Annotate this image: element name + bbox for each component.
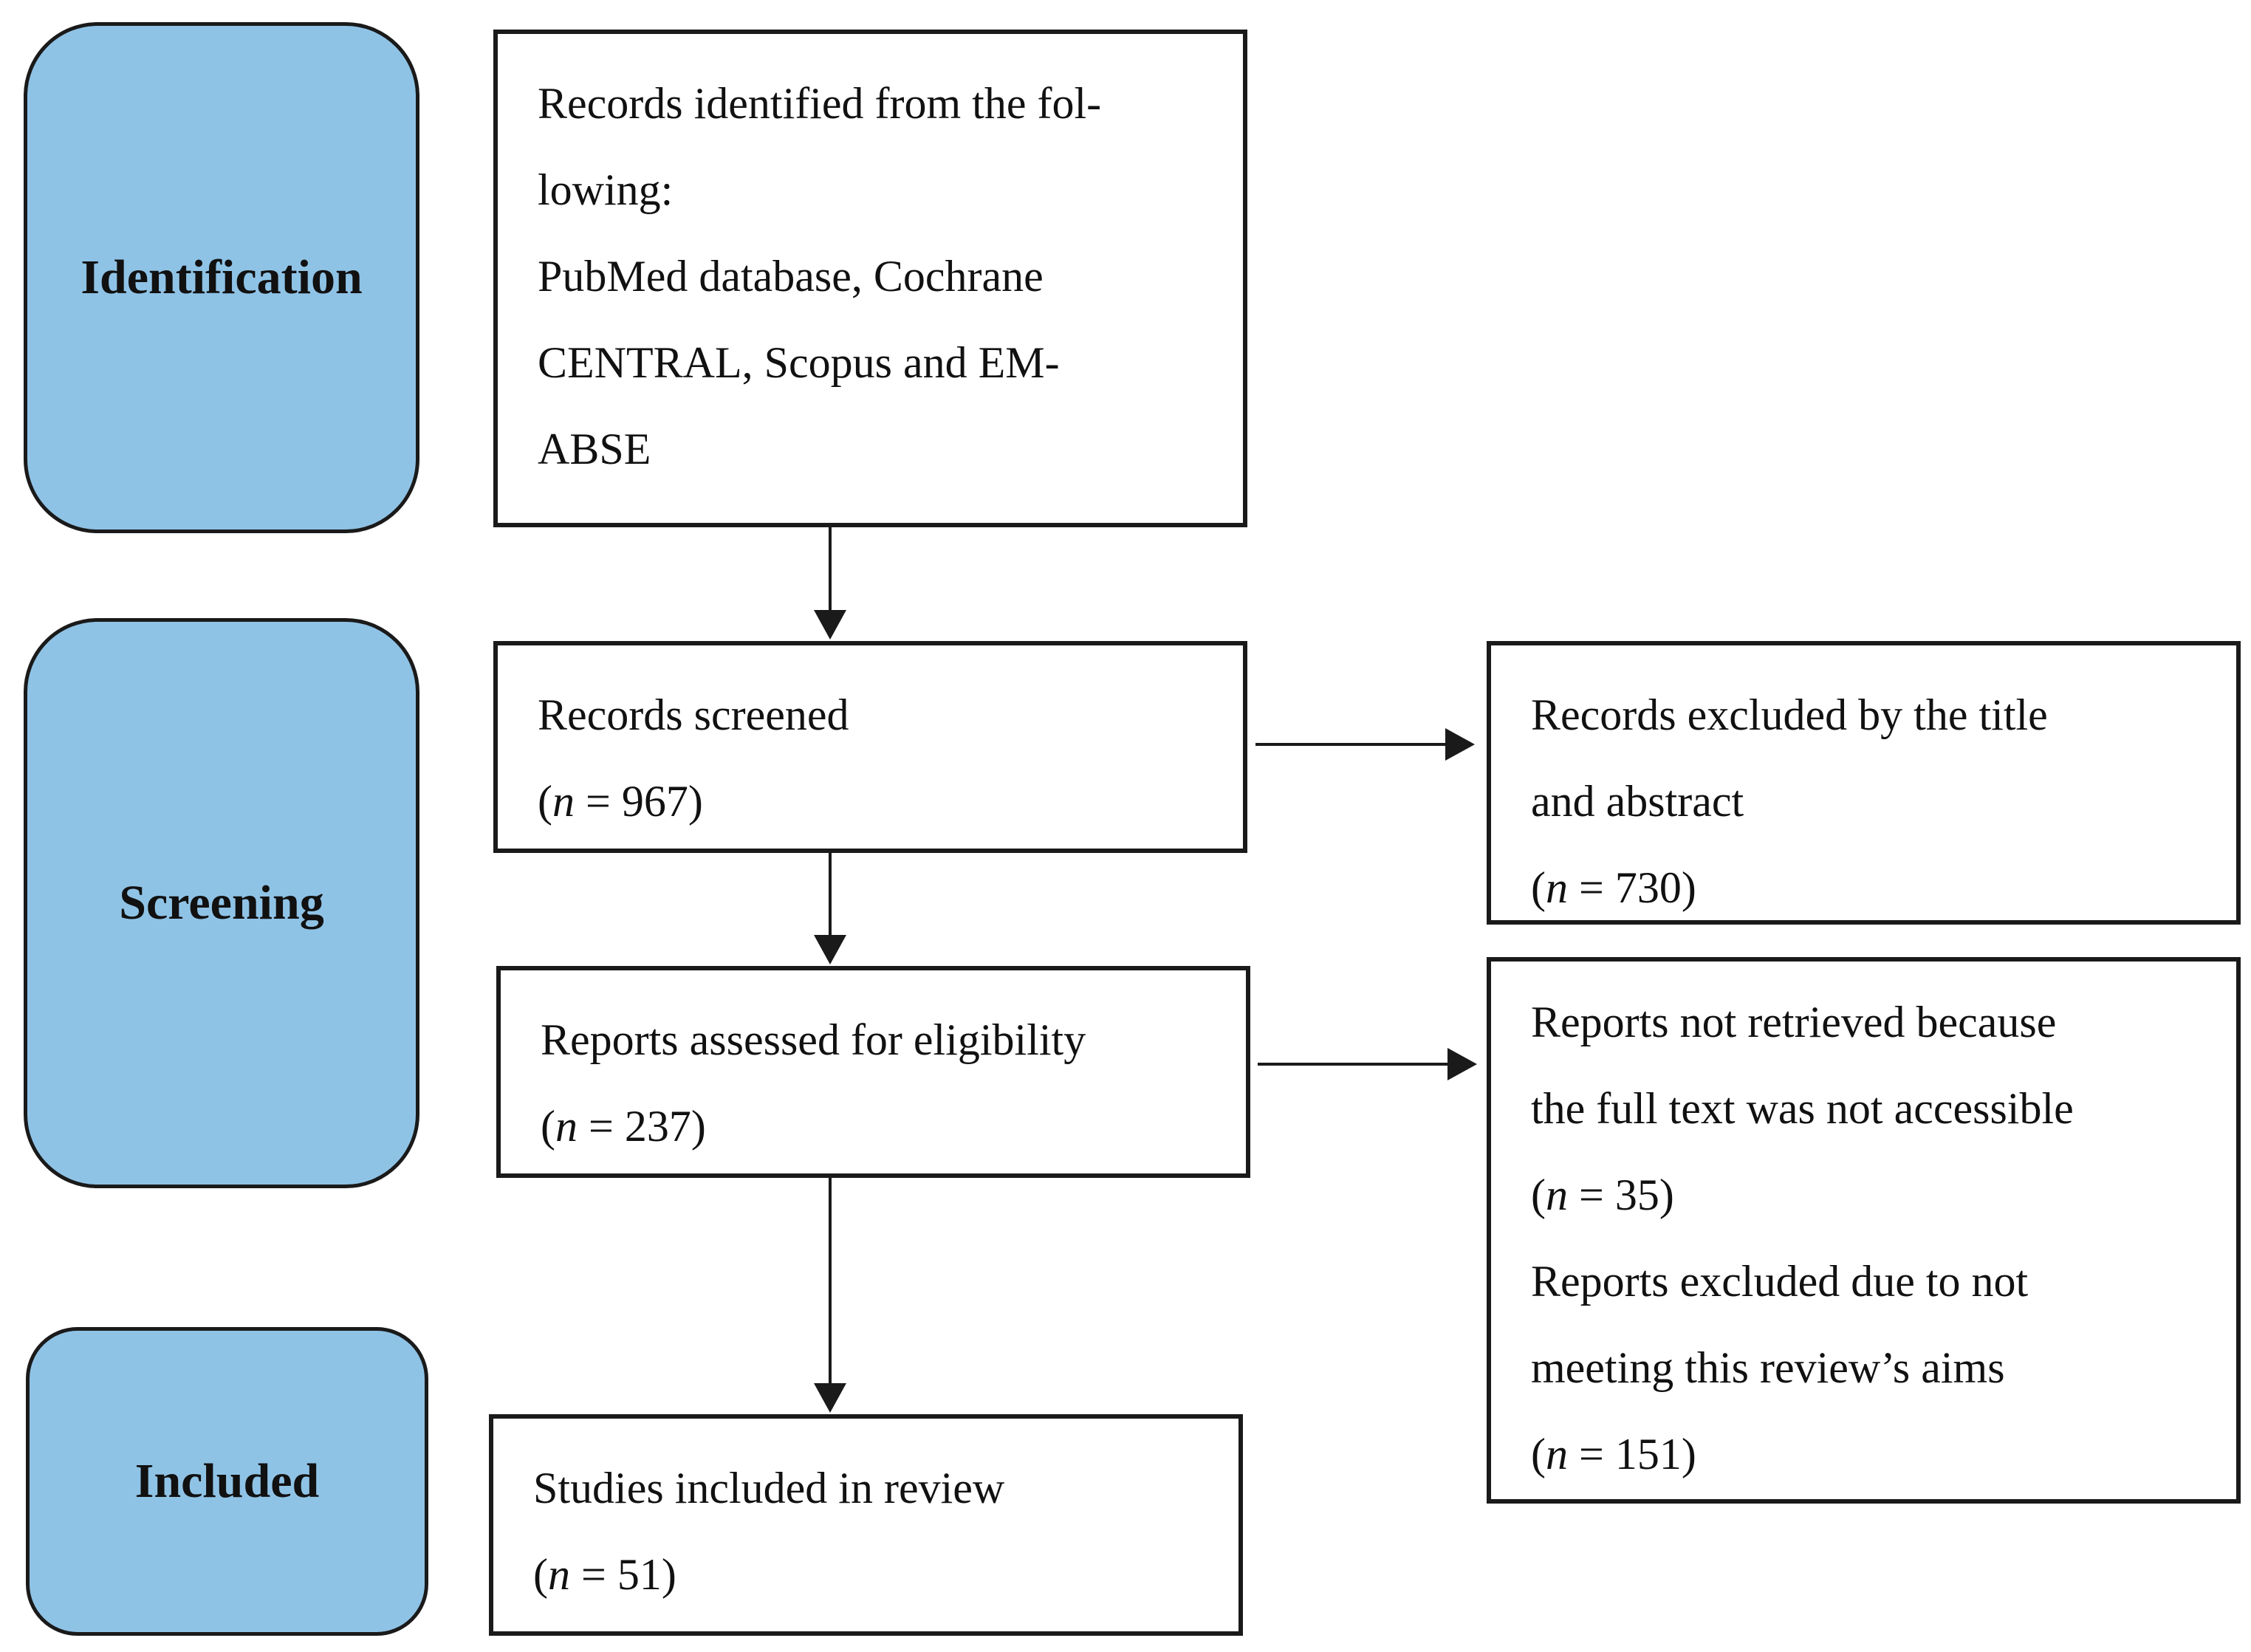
studies-included-label: Studies included in review bbox=[533, 1464, 1005, 1512]
reports-assessed-n-value: = 237) bbox=[577, 1102, 706, 1151]
records-identified-line-5: ABSE bbox=[538, 425, 651, 473]
phase-screening-label: Screening bbox=[119, 876, 324, 930]
box-reports-assessed: Reports assessed for eligibility (n = 23… bbox=[496, 966, 1250, 1178]
studies-included-count: (n = 51) bbox=[533, 1550, 676, 1599]
records-screened-n-symbol: n bbox=[552, 777, 575, 826]
arrow-assessed-to-included-head bbox=[814, 1383, 846, 1413]
reports-assessed-count: (n = 237) bbox=[541, 1102, 706, 1151]
records-screened-label: Records screened bbox=[538, 690, 849, 739]
box-records-identified: Records identified from the fol- lowing:… bbox=[493, 30, 1247, 527]
reports-excluded-aims-n-symbol: n bbox=[1545, 1430, 1568, 1478]
records-excluded-line-2: and abstract bbox=[1531, 777, 1744, 826]
box-records-screened: Records screened (n = 967) bbox=[493, 641, 1247, 853]
box-reports-not-retrieved: Reports not retrieved because the full t… bbox=[1487, 957, 2241, 1504]
reports-not-retrieved-n-value: = 35) bbox=[1567, 1171, 1674, 1219]
reports-not-retrieved-n-symbol: n bbox=[1545, 1171, 1568, 1219]
records-identified-line-4: CENTRAL, Scopus and EM- bbox=[538, 338, 1060, 387]
records-identified-line-3: PubMed database, Cochrane bbox=[538, 252, 1044, 301]
records-excluded-line-1: Records excluded by the title bbox=[1531, 690, 2048, 739]
phase-identification: Identification bbox=[24, 22, 419, 533]
reports-excluded-aims-count: (n = 151) bbox=[1531, 1430, 1696, 1478]
reports-assessed-label: Reports assessed for eligibility bbox=[541, 1015, 1086, 1064]
reports-assessed-n-symbol: n bbox=[555, 1102, 578, 1151]
box-studies-included: Studies included in review (n = 51) bbox=[489, 1414, 1243, 1636]
arrow-screened-to-assessed-head bbox=[814, 935, 846, 964]
reports-not-retrieved-line-2: the full text was not accessible bbox=[1531, 1084, 2074, 1133]
reports-excluded-aims-line-1: Reports excluded due to not bbox=[1531, 1257, 2029, 1306]
records-excluded-count: (n = 730) bbox=[1531, 863, 1696, 912]
arrow-identified-to-screened-head bbox=[814, 610, 846, 640]
phase-included-label: Included bbox=[134, 1454, 320, 1508]
reports-not-retrieved-text: Reports not retrieved because the full t… bbox=[1531, 979, 2196, 1152]
arrow-assessed-to-not-retrieved-head bbox=[1447, 1048, 1477, 1080]
box-records-excluded: Records excluded by the title and abstra… bbox=[1487, 641, 2241, 925]
arrow-screened-to-excluded-head bbox=[1445, 728, 1475, 761]
studies-included-n-value: = 51) bbox=[569, 1550, 676, 1599]
reports-not-retrieved-count: (n = 35) bbox=[1531, 1171, 1674, 1219]
records-identified-text: Records identified from the fol- lowing:… bbox=[538, 61, 1203, 493]
reports-excluded-aims-n-value: = 151) bbox=[1567, 1430, 1696, 1478]
records-excluded-n-symbol: n bbox=[1545, 863, 1568, 912]
records-excluded-n-value: = 730) bbox=[1567, 863, 1696, 912]
records-identified-line-1: Records identified from the fol- bbox=[538, 79, 1102, 128]
reports-excluded-aims-text: Reports excluded due to not meeting this… bbox=[1531, 1238, 2196, 1411]
records-excluded-text: Records excluded by the title and abstra… bbox=[1531, 672, 2196, 845]
records-identified-line-2: lowing: bbox=[538, 165, 674, 214]
phase-identification-label: Identification bbox=[80, 250, 363, 304]
reports-excluded-aims-line-2: meeting this review’s aims bbox=[1531, 1343, 2005, 1392]
records-screened-n-value: = 967) bbox=[574, 777, 703, 826]
records-screened-count: (n = 967) bbox=[538, 777, 703, 826]
studies-included-n-symbol: n bbox=[547, 1550, 570, 1599]
phase-included: Included bbox=[26, 1327, 428, 1636]
reports-not-retrieved-line-1: Reports not retrieved because bbox=[1531, 998, 2057, 1046]
phase-screening: Screening bbox=[24, 618, 419, 1188]
